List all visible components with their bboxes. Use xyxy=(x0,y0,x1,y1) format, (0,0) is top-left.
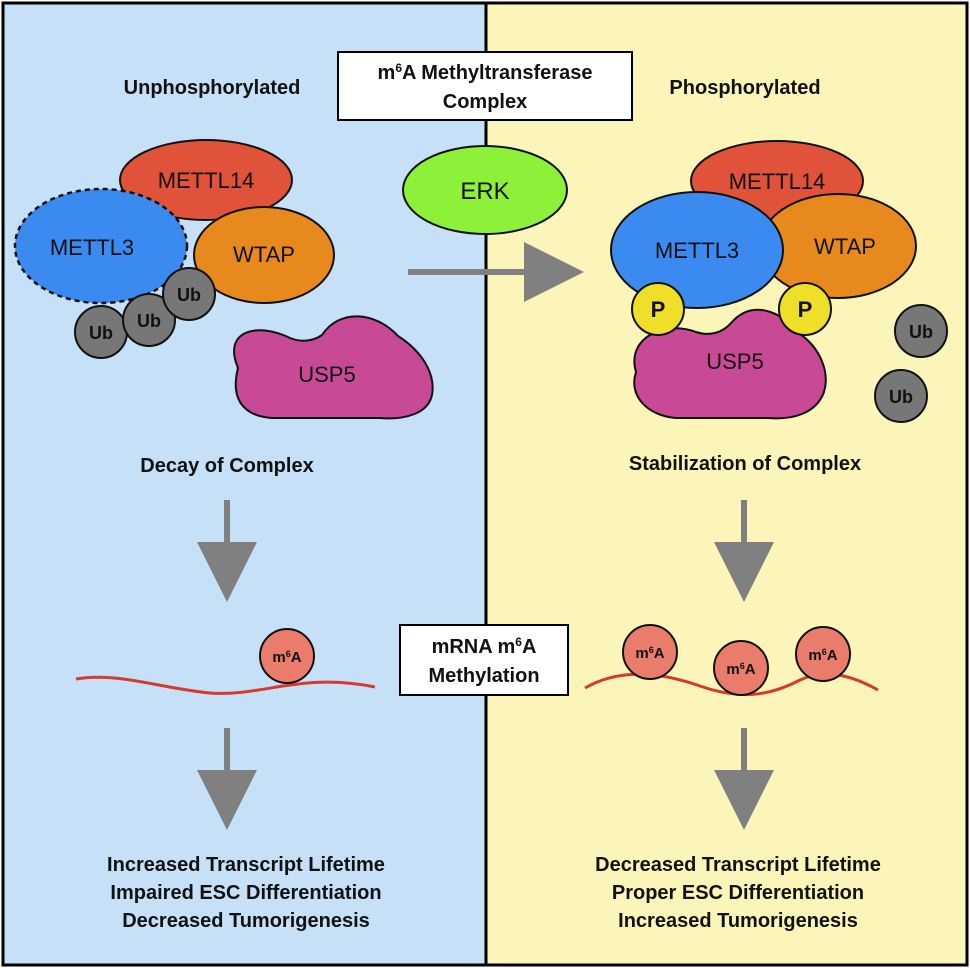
right-outcome-2: Proper ESC Differentiation xyxy=(612,882,864,904)
left-ub-2 xyxy=(122,293,176,347)
right-m6a-3 xyxy=(795,626,851,682)
left-state-label: Unphosphorylated xyxy=(124,77,301,99)
left-wtap-label: WTAP xyxy=(233,242,295,267)
left-m6a-label: m6A xyxy=(272,649,301,666)
right-mettl3 xyxy=(610,191,784,309)
right-m6a-2 xyxy=(713,640,769,696)
left-mettl14-label: METTL14 xyxy=(158,168,255,193)
right-m6a-2-label: m6A xyxy=(726,661,755,678)
left-ub-2-label: Ub xyxy=(137,311,161,331)
left-caption: Decay of Complex xyxy=(140,455,313,477)
right-p-1-label: P xyxy=(651,297,666,322)
right-mettl14-label: METTL14 xyxy=(729,169,826,194)
left-ub-3-label: Ub xyxy=(177,285,201,305)
right-ub-1-label: Ub xyxy=(909,322,933,342)
complex-title-box xyxy=(337,51,633,121)
left-mettl3-label: METTL3 xyxy=(50,235,134,260)
left-mettl14 xyxy=(119,139,293,221)
right-wtap-label: WTAP xyxy=(814,234,876,259)
right-panel xyxy=(484,1,969,967)
methylation-box xyxy=(399,624,569,696)
left-ub-1-label: Ub xyxy=(89,323,113,343)
left-usp5-label: USP5 xyxy=(298,362,355,387)
left-mettl3 xyxy=(13,187,189,305)
left-mrna xyxy=(75,675,376,695)
left-outcome-3: Decreased Tumorigenesis xyxy=(122,910,370,932)
left-usp5 xyxy=(233,315,434,420)
erk-label: ERK xyxy=(460,178,509,205)
left-outcome-2: Impaired ESC Differentiation xyxy=(110,882,381,904)
right-m6a-1-label: m6A xyxy=(635,645,664,662)
erk xyxy=(402,145,568,235)
right-outcome-1: Decreased Transcript Lifetime xyxy=(595,854,881,876)
right-p-1 xyxy=(631,282,685,336)
right-ub-2-label: Ub xyxy=(889,387,913,407)
complex-title: m6A Methyltransferase xyxy=(378,61,593,84)
methylation-line1: mRNA m6A xyxy=(432,635,537,658)
complex-title-line2: Complex xyxy=(443,91,527,113)
right-p-2 xyxy=(778,282,832,336)
left-m6a xyxy=(259,628,315,684)
left-outcome-1: Increased Transcript Lifetime xyxy=(107,854,385,876)
right-usp5-label: USP5 xyxy=(706,349,763,374)
right-state-label: Phosphorylated xyxy=(669,77,820,99)
right-mettl3-label: METTL3 xyxy=(655,238,739,263)
right-m6a-3-label: m6A xyxy=(808,647,837,664)
right-p-2-label: P xyxy=(798,297,813,322)
right-m6a-1 xyxy=(622,624,678,680)
right-caption: Stabilization of Complex xyxy=(629,453,861,475)
left-ub-3 xyxy=(162,267,216,321)
right-ub-2 xyxy=(874,369,928,423)
left-wtap xyxy=(193,206,335,304)
right-outcome-3: Increased Tumorigenesis xyxy=(618,910,858,932)
right-ub-1 xyxy=(894,304,948,358)
methylation-line2: Methylation xyxy=(428,665,539,687)
